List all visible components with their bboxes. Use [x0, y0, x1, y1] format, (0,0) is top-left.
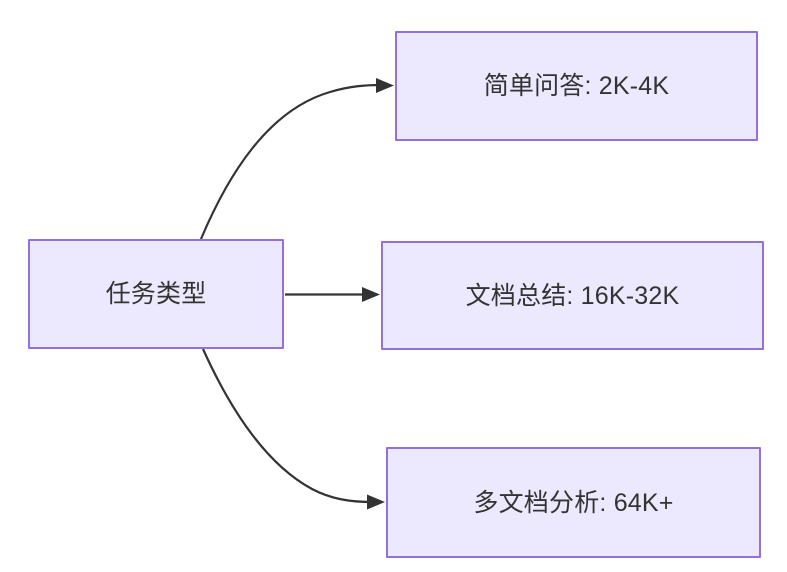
node-simple-qa[interactable]: 简单问答: 2K-4K: [395, 31, 758, 141]
node-multi-document-analysis[interactable]: 多文档分析: 64K+: [386, 447, 761, 558]
node-document-summary[interactable]: 文档总结: 16K-32K: [381, 241, 764, 350]
arrowhead-target-1-icon: [376, 78, 394, 93]
node-task-type-label: 任务类型: [105, 280, 207, 308]
arrowhead-target-2-icon: [362, 287, 380, 302]
node-multi-document-analysis-label: 多文档分析: 64K+: [473, 488, 674, 517]
edge-source-to-target-3: [201, 348, 373, 504]
node-simple-qa-label: 简单问答: 2K-4K: [483, 72, 670, 100]
arrowhead-target-3-icon: [367, 494, 385, 510]
node-task-type[interactable]: 任务类型: [28, 239, 284, 349]
node-document-summary-label: 文档总结: 16K-32K: [465, 281, 680, 310]
edge-source-to-target-1: [199, 83, 382, 240]
